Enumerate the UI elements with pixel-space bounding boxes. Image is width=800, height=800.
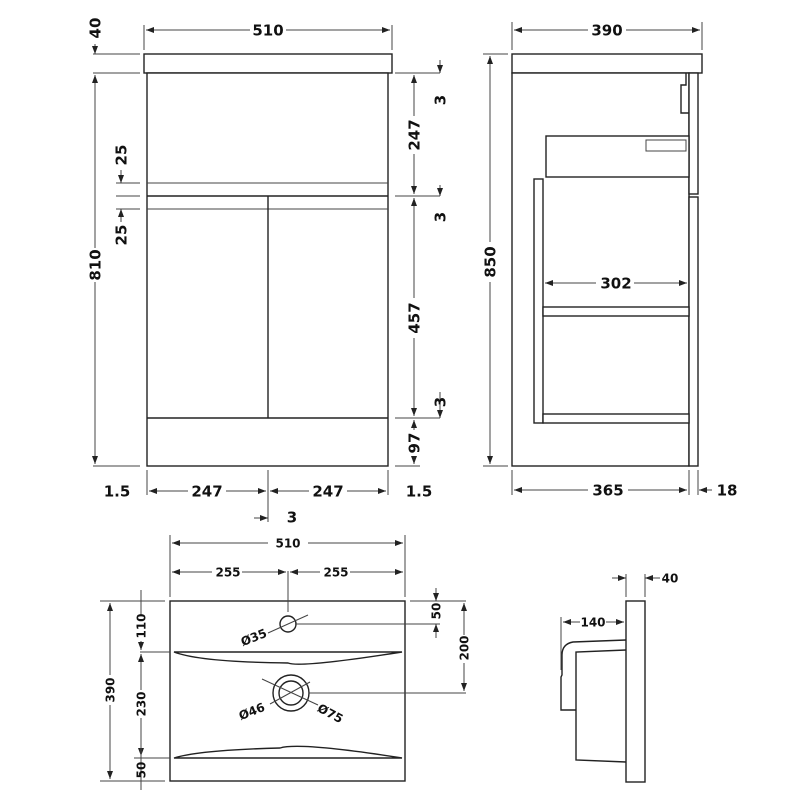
dim-side-door: 18: [717, 482, 738, 500]
dim-gap-low: 3: [432, 397, 450, 407]
shelf: [542, 306, 690, 317]
dim-carcass: 365: [592, 482, 623, 500]
dim-door-right: 247: [312, 483, 343, 501]
dim-upper: 247: [406, 119, 424, 150]
dim-projection: 140: [580, 616, 605, 630]
waste-inner: [278, 680, 304, 706]
dim-height: 810: [87, 249, 105, 280]
dim-rail-top: 25: [113, 145, 131, 166]
dim-door-left: 247: [191, 483, 222, 501]
side-view: 390 850 302 365 18: [481, 22, 737, 500]
dim-basin-width: 510: [275, 537, 300, 551]
side-door: [688, 196, 699, 467]
dim-gap-mid: 3: [432, 212, 450, 222]
dim-depth: 390: [591, 22, 622, 40]
dim-door-gap: 3: [287, 509, 297, 527]
dim-basin-depth: 390: [104, 677, 118, 702]
basin-side-view: 40 140: [560, 572, 679, 783]
dim-width: 510: [252, 22, 283, 40]
front-view: 510 40 810 25 25 247 457 97 3 3 3 1.5 24…: [86, 18, 450, 527]
side-worktop: [511, 53, 703, 74]
dim-half-left: 255: [215, 566, 240, 580]
basin-bottom-scoop: [173, 745, 403, 759]
dim-bowl: 230: [135, 691, 149, 716]
basin-plan-view: 510 255 255 390 110 230 50 50 200 Ø35 Ø4…: [100, 535, 472, 790]
dim-tap-offset: 110: [135, 613, 149, 638]
dim-gap-top: 3: [432, 95, 450, 105]
dim-shelf: 302: [600, 275, 631, 293]
drawer: [545, 135, 690, 178]
worktop: [143, 53, 393, 74]
dim-side-left: 1.5: [104, 483, 131, 501]
dim-basin-thickness: 40: [662, 572, 679, 586]
dim-door: 457: [406, 302, 424, 333]
dim-half-right: 255: [323, 566, 348, 580]
dim-rail-bottom: 25: [113, 225, 131, 246]
basin-slab: [625, 600, 646, 783]
dim-front: 50: [135, 762, 149, 779]
dim-side-height: 850: [482, 246, 500, 277]
dim-side-right: 1.5: [406, 483, 433, 501]
dim-waste-back: 200: [458, 635, 472, 660]
dim-tap-back: 50: [430, 603, 444, 620]
dim-worktop: 40: [87, 18, 105, 39]
basin-top-scoop: [173, 651, 403, 665]
dim-plinth: 97: [406, 433, 424, 454]
